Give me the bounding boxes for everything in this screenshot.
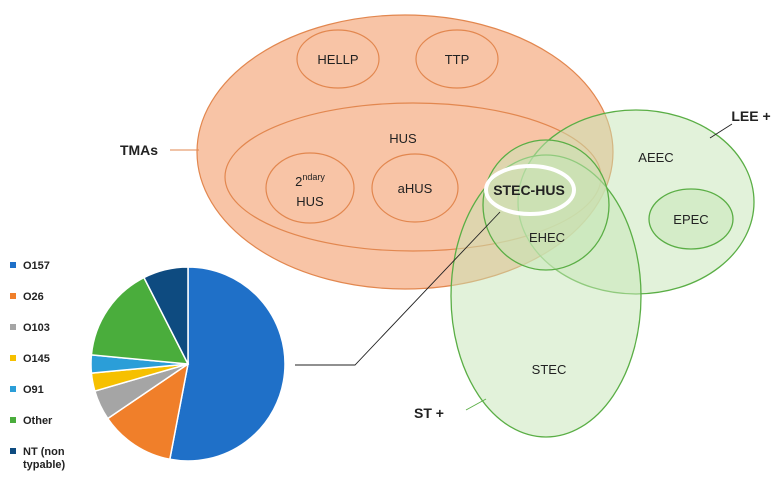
pie-slice-o26 bbox=[106, 362, 190, 461]
tmas-label: TMAs bbox=[120, 142, 158, 158]
hellp-ellipse bbox=[296, 29, 380, 89]
legend-swatch bbox=[10, 386, 16, 392]
legend-swatch bbox=[10, 324, 16, 330]
epec-ellipse bbox=[648, 188, 734, 250]
pie-connector bbox=[295, 211, 501, 366]
serogroup-pie-chart bbox=[90, 266, 286, 462]
ttp-ellipse bbox=[415, 29, 499, 89]
legend-swatch bbox=[10, 262, 16, 268]
secondary-hus-ellipse bbox=[265, 152, 355, 224]
st-plus-label: ST + bbox=[414, 405, 444, 421]
legend-swatch bbox=[10, 293, 16, 299]
pie-slice-other bbox=[90, 276, 190, 365]
hus-label: HUS bbox=[389, 131, 417, 146]
ahus-ellipse bbox=[371, 153, 459, 223]
legend-label: O157 bbox=[23, 260, 50, 272]
stec-label: STEC bbox=[532, 362, 567, 377]
legend-swatch bbox=[10, 448, 16, 454]
hellp-label: HELLP bbox=[317, 52, 358, 67]
secondary-hus-label: 2ndary bbox=[295, 172, 325, 189]
ahus-label: aHUS bbox=[398, 181, 433, 196]
legend-label: O91 bbox=[23, 384, 44, 396]
st-connector bbox=[465, 398, 487, 411]
secondary-hus-suffix: HUS bbox=[296, 194, 324, 209]
epec-label: EPEC bbox=[673, 212, 708, 227]
legend-label: O145 bbox=[23, 353, 50, 365]
legend-label: Other bbox=[23, 415, 53, 427]
ttp-label: TTP bbox=[445, 52, 470, 67]
lee-plus-label: LEE + bbox=[731, 108, 770, 124]
legend-label: O103 bbox=[23, 322, 50, 334]
lee-connector bbox=[709, 123, 733, 139]
legend-swatch bbox=[10, 417, 16, 423]
pie-slice-nt-non-typable bbox=[142, 266, 189, 365]
ehec-ellipse bbox=[482, 139, 610, 271]
ehec-label: EHEC bbox=[529, 230, 565, 245]
pie-slice-o157 bbox=[168, 266, 286, 462]
stec-hus-highlight bbox=[484, 164, 576, 216]
stec-hus-label: STEC-HUS bbox=[493, 182, 565, 198]
legend-swatch bbox=[10, 355, 16, 361]
secondary-sup: ndary bbox=[302, 172, 325, 182]
legend-label: O26 bbox=[23, 291, 44, 303]
secondary-prefix: 2 bbox=[295, 174, 302, 189]
aeec-label: AEEC bbox=[638, 150, 673, 165]
